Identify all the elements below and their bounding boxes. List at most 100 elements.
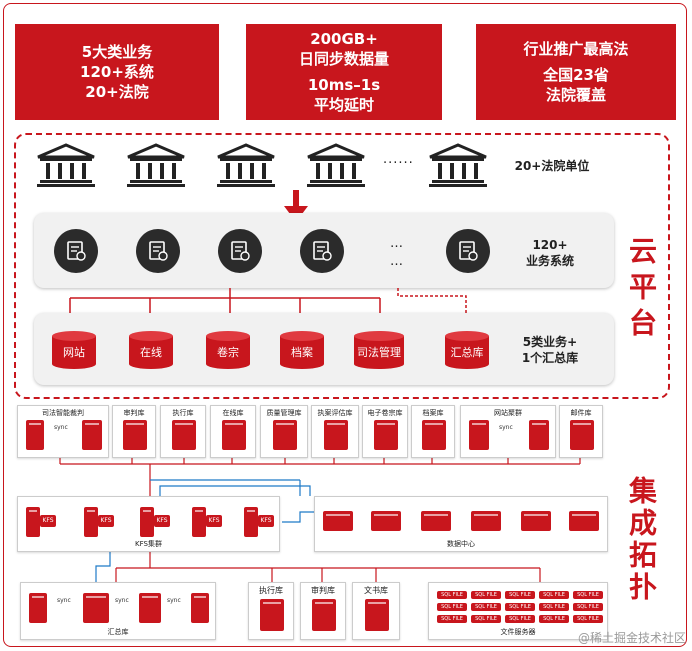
file-server-node: SQL FILE xyxy=(573,615,603,623)
database-label: 网站 xyxy=(63,346,85,359)
file-server-node: SQL FILE xyxy=(539,615,569,623)
system-document-icon xyxy=(218,229,262,273)
sync-label: sync xyxy=(57,597,71,604)
systems-ellipsis: … xyxy=(390,236,404,251)
topology-box-title: 执案评估库 xyxy=(317,409,353,417)
kfs-node: KFS xyxy=(98,515,114,527)
topology-box: 网站聚群 sync xyxy=(460,405,556,458)
file-server-node: SQL FILE xyxy=(437,603,467,611)
courthouse-icon xyxy=(307,143,365,187)
topology-box-title: 电子卷宗库 xyxy=(367,409,403,417)
databases-label-text: 1个汇总库 xyxy=(521,351,579,366)
kfs-node: KFS xyxy=(40,515,56,527)
file-server-box: SQL FILE SQL FILE SQL FILE SQL FILE SQL … xyxy=(428,582,608,640)
topology-box: 邮件库 xyxy=(559,405,603,458)
topology-box: 执行库 xyxy=(248,582,294,640)
database-label: 司法管理 xyxy=(357,346,401,359)
file-server-node: SQL FILE xyxy=(437,615,467,623)
database-cylinder: 档案 xyxy=(279,330,325,370)
stat-line: 120+系统 xyxy=(80,62,154,81)
stat-line: 全国23省 xyxy=(543,65,609,84)
systems-label-text: 业务系统 xyxy=(525,254,574,269)
stat-line: 日同步数据量 xyxy=(298,49,389,68)
system-document-icon xyxy=(54,229,98,273)
topology-box-title: 邮件库 xyxy=(570,409,592,417)
topology-box-title: 审判库 xyxy=(311,586,335,595)
kfs-node: KFS xyxy=(206,515,222,527)
system-document-icon xyxy=(300,229,344,273)
stat-sync: 200GB+ 日同步数据量 10ms–1s 平均延时 xyxy=(246,24,442,120)
systems-ellipsis: … xyxy=(390,254,404,269)
database-label: 汇总库 xyxy=(450,346,484,359)
file-server-node: SQL FILE xyxy=(505,615,535,623)
databases-label-count: 5类业务+ xyxy=(522,335,578,349)
topology-box: 审判库 xyxy=(300,582,346,640)
stat-line: 法院覆盖 xyxy=(545,86,606,105)
file-server-node: SQL FILE xyxy=(471,591,501,599)
stat-business: 5大类业务 120+系统 20+法院 xyxy=(15,24,219,120)
topology-box-title: 执行库 xyxy=(172,409,194,417)
topology-box-title: 档案库 xyxy=(422,409,444,417)
data-center-box: 数据中心 xyxy=(314,496,608,552)
topology-box-title: 司法智能裁判 xyxy=(42,409,84,417)
file-server-node: SQL FILE xyxy=(573,603,603,611)
topology-connectors xyxy=(59,458,581,582)
kfs-cluster-box: KFS KFS KFS KFS KFS KFS集群 xyxy=(17,496,280,552)
topology-title: 集成拓扑 xyxy=(624,476,660,604)
file-server-node: SQL FILE xyxy=(505,603,535,611)
stat-line: 平均延时 xyxy=(313,96,374,115)
topology-box-title: 文书库 xyxy=(364,586,388,595)
data-center-label: 数据中心 xyxy=(447,540,475,548)
topology-box-title: 质量管理库 xyxy=(266,409,302,417)
courts-ellipsis: ...... xyxy=(383,152,414,167)
courthouse-icon xyxy=(217,143,275,187)
topology-box: 文书库 xyxy=(352,582,400,640)
kfs-node: KFS xyxy=(258,515,274,527)
topology-box: 档案库 xyxy=(411,405,455,458)
database-label: 在线 xyxy=(140,346,162,359)
cloud-platform-title: 云平台 xyxy=(624,236,660,344)
courthouse-icon xyxy=(127,143,185,187)
database-label: 卷宗 xyxy=(217,346,239,359)
system-document-icon xyxy=(446,229,490,273)
topology-box: 执行库 xyxy=(160,405,206,458)
courthouse-icon xyxy=(429,143,487,187)
system-document-icon xyxy=(136,229,180,273)
cloud-platform-title-text: 云平台 xyxy=(625,236,658,344)
file-server-node: SQL FILE xyxy=(539,603,569,611)
stat-line: 200GB+ xyxy=(310,29,378,48)
sync-label: sync xyxy=(115,597,129,604)
file-server-node: SQL FILE xyxy=(437,591,467,599)
file-server-node: SQL FILE xyxy=(471,603,501,611)
systems-label-count: 120+ xyxy=(532,238,568,252)
cloud-platform-region xyxy=(14,133,670,399)
stat-line: 行业推广最高法 xyxy=(523,39,629,58)
database-cylinder: 在线 xyxy=(128,330,174,370)
summary-db-box: sync sync sync 汇总库 xyxy=(20,582,216,640)
topology-box: 司法智能裁判 sync xyxy=(17,405,109,458)
stat-line: 20+法院 xyxy=(85,83,149,102)
database-cylinder: 汇总库 xyxy=(444,330,490,370)
courts-label: 20+法院单位 xyxy=(514,159,590,173)
file-server-node: SQL FILE xyxy=(573,591,603,599)
topology-box-title: 审判库 xyxy=(123,409,145,417)
stat-line: 10ms–1s xyxy=(307,76,381,94)
file-server-node: SQL FILE xyxy=(539,591,569,599)
database-label: 档案 xyxy=(291,346,313,359)
outer-frame xyxy=(3,3,687,647)
databases-label: 5类业务+ 1个汇总库 xyxy=(504,334,596,366)
kfs-node: KFS xyxy=(154,515,170,527)
file-server-label: 文件服务器 xyxy=(500,628,536,636)
watermark: @稀土掘金技术社区 xyxy=(577,631,686,645)
sync-label: sync xyxy=(167,597,181,604)
sync-label: sync xyxy=(54,424,68,431)
sync-label: sync xyxy=(499,424,513,431)
stat-coverage: 行业推广最高法 全国23省 法院覆盖 xyxy=(476,24,676,120)
systems-label: 120+ 业务系统 xyxy=(504,237,596,269)
topology-box: 在线库 xyxy=(210,405,256,458)
topology-box: 审判库 xyxy=(112,405,156,458)
topology-box-title: 执行库 xyxy=(259,586,283,595)
topology-box: 电子卷宗库 xyxy=(362,405,408,458)
database-cylinder: 卷宗 xyxy=(205,330,251,370)
topology-title-text: 集成拓扑 xyxy=(625,476,658,604)
